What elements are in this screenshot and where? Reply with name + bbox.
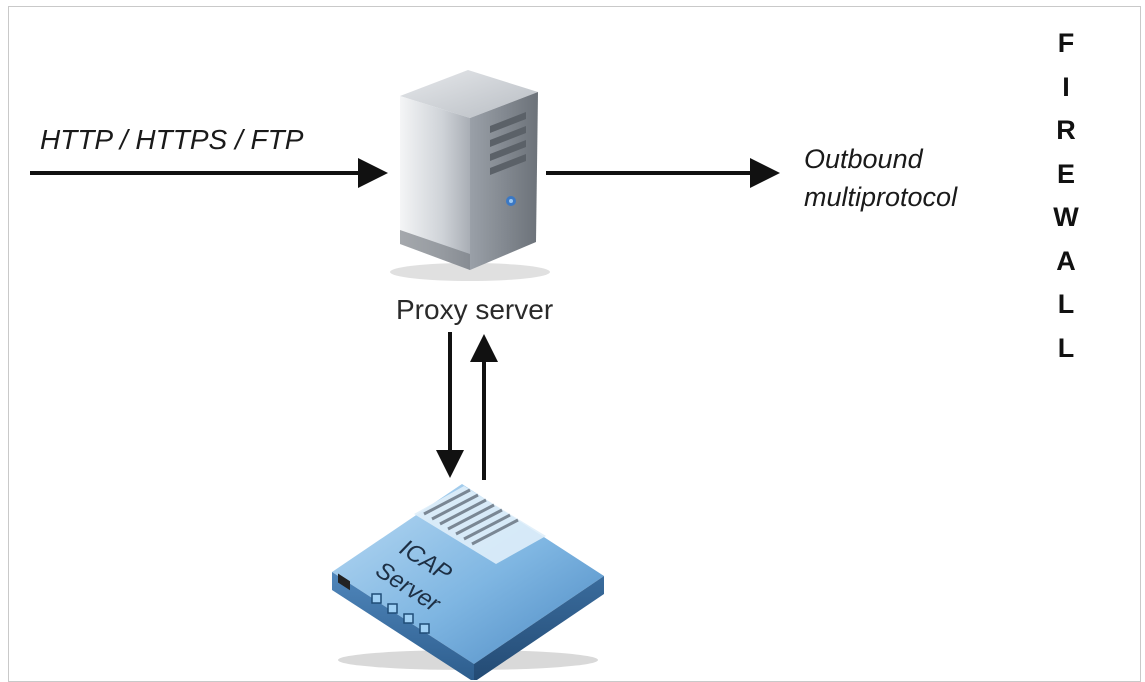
request-down-arrow bbox=[436, 332, 464, 478]
firewall-letter: R bbox=[1056, 115, 1076, 145]
outbound-arrow bbox=[546, 158, 780, 188]
firewall-letter: W bbox=[1053, 202, 1079, 232]
outbound-label-line1: Outbound bbox=[804, 144, 923, 174]
proxy-server-icon bbox=[390, 70, 550, 281]
response-up-arrow bbox=[470, 334, 498, 480]
incoming-arrow bbox=[30, 158, 388, 188]
firewall-letter: I bbox=[1062, 71, 1070, 102]
firewall-letter: L bbox=[1057, 332, 1075, 363]
incoming-protocols-label: HTTP / HTTPS / FTP bbox=[40, 124, 304, 155]
outbound-label-line2: multiprotocol bbox=[804, 182, 958, 212]
firewall-letter: F bbox=[1057, 28, 1075, 58]
proxy-server-label: Proxy server bbox=[396, 294, 554, 325]
firewall-letter: L bbox=[1057, 289, 1075, 319]
firewall-letter: A bbox=[1056, 245, 1076, 276]
firewall-label: F I R E W A L L bbox=[1046, 22, 1086, 370]
outbound-label: Outbound multiprotocol bbox=[804, 140, 957, 216]
icap-server-icon: ICAP Server bbox=[332, 484, 604, 680]
firewall-letter: E bbox=[1056, 158, 1075, 189]
